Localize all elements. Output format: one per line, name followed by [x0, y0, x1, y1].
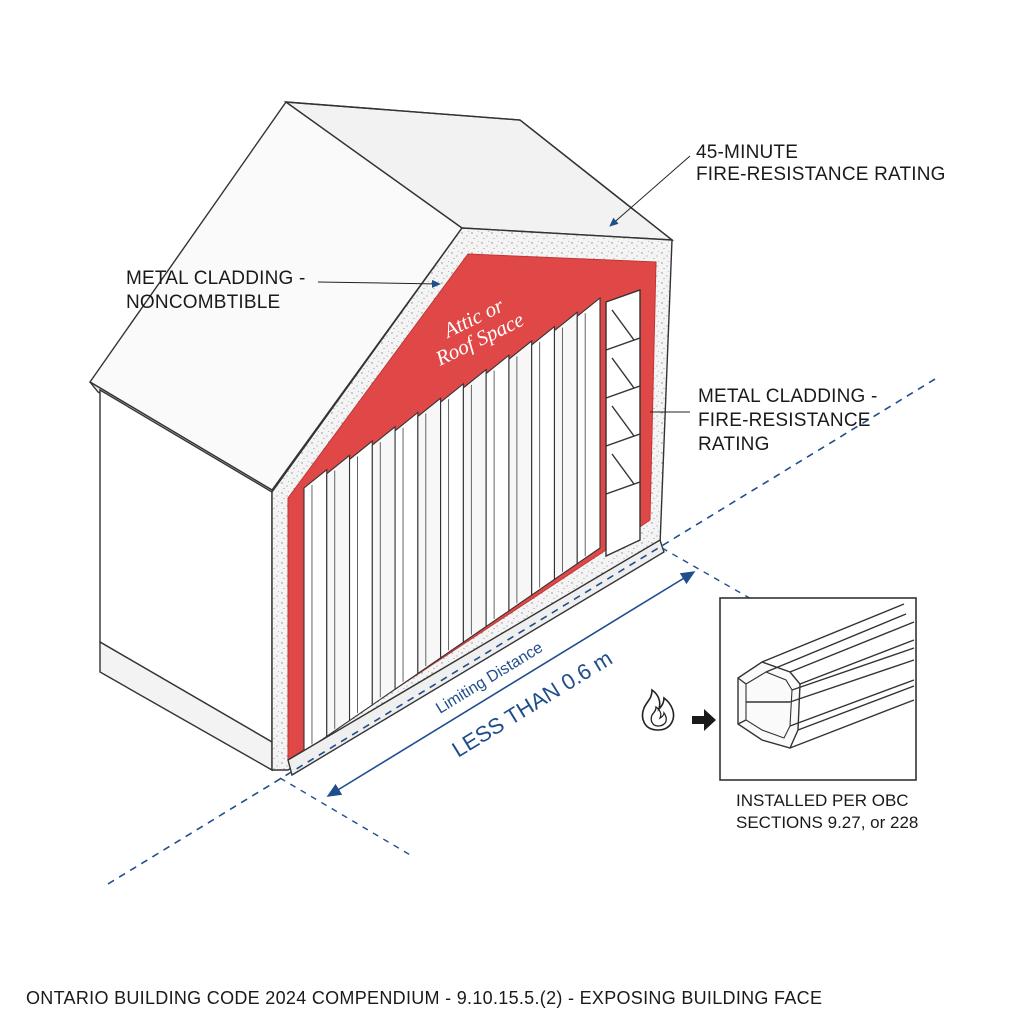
rating-label-line1: 45-MINUTE [696, 142, 798, 163]
fire-icon [641, 688, 675, 731]
cladding-panel [485, 354, 510, 628]
cladding-panel [303, 468, 328, 754]
cladding-panel [576, 296, 601, 565]
cladding-panel [371, 425, 396, 706]
cladding-nc-label-line1: METAL CLADDING - [126, 268, 306, 289]
cladding-panel [553, 311, 578, 581]
extension-line-left [279, 777, 413, 857]
installed-label-line2: SECTIONS 9.27, or 228 [736, 813, 918, 832]
cladding-panel [440, 382, 464, 659]
rating-label-line2: FIRE-RESISTANCE RATING [696, 164, 946, 185]
cladding-fr-label-line2: FIRE-RESISTANCE [698, 410, 871, 431]
extension-line-right [661, 547, 761, 605]
arrow-right-icon [692, 709, 716, 731]
figure-caption: ONTARIO BUILDING CODE 2024 COMPENDIUM - … [26, 988, 822, 1008]
limiting-distance-arrow [326, 571, 696, 797]
installed-label-line1: INSTALLED PER OBC [736, 791, 909, 810]
cladding-fr-label-line3: RATING [698, 434, 770, 455]
cladding-panel [326, 454, 351, 738]
rating-leader [609, 155, 691, 227]
cladding-panel [462, 368, 487, 644]
cladding-panel [394, 411, 419, 691]
cladding-nc-label-line2: NONCOMBTIBLE [126, 292, 280, 313]
framing-studs [605, 289, 641, 558]
cladding-panel [348, 439, 373, 722]
cladding-nc-leader [317, 279, 441, 288]
channel-profile-detail [737, 603, 915, 749]
cladding-panel [508, 339, 533, 612]
cladding-panel [531, 325, 556, 597]
cladding-fr-label-line1: METAL CLADDING - [698, 386, 878, 407]
cladding-panel [417, 397, 442, 675]
